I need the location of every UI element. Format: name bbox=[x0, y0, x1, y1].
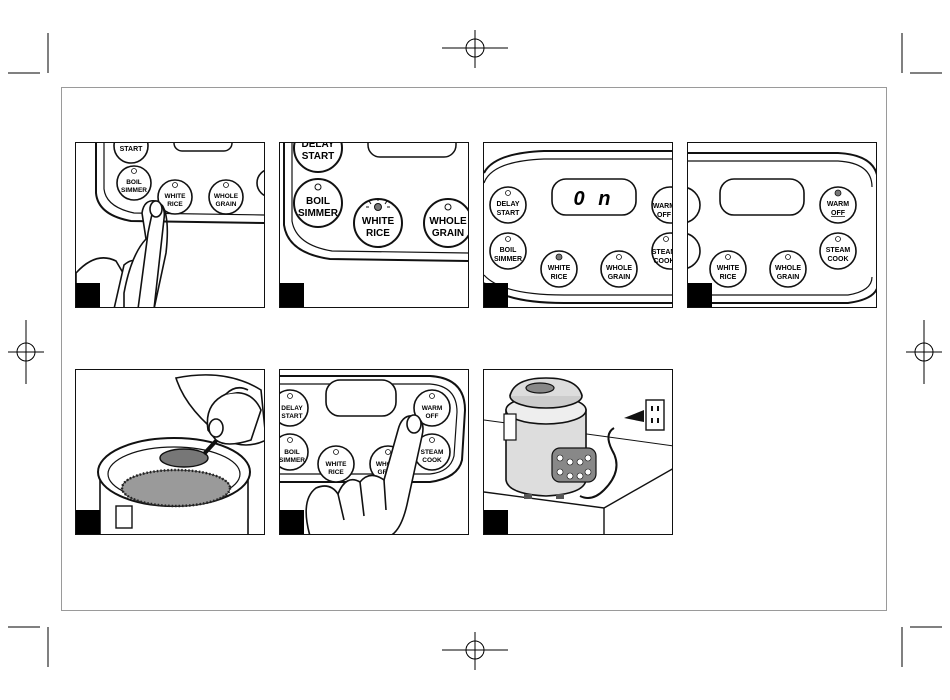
button-delay-start: DELAY START bbox=[294, 143, 342, 172]
step-badge bbox=[76, 283, 100, 307]
svg-text:WHITE: WHITE bbox=[548, 265, 571, 272]
svg-text:WHOLE: WHOLE bbox=[775, 265, 801, 272]
button-steam-cook: STEAM COOK bbox=[652, 233, 673, 269]
button-warm-off: WARM OFF bbox=[652, 187, 673, 223]
svg-text:RICE: RICE bbox=[720, 274, 737, 281]
svg-text:WHOLE: WHOLE bbox=[429, 216, 467, 227]
display-readout: 0 n bbox=[574, 188, 615, 210]
svg-text:WHOLE: WHOLE bbox=[214, 193, 239, 200]
button-delay-start: DELAY START bbox=[490, 187, 526, 223]
svg-text:COOK: COOK bbox=[654, 258, 674, 265]
svg-text:SIMMER: SIMMER bbox=[298, 208, 339, 219]
svg-text:STEAM: STEAM bbox=[421, 449, 444, 456]
svg-text:OFF: OFF bbox=[426, 413, 439, 420]
button-whole-grain: WHOLE GRAIN bbox=[424, 199, 469, 247]
svg-text:COOK: COOK bbox=[422, 457, 442, 464]
svg-text:START: START bbox=[120, 146, 144, 153]
svg-text:WHITE: WHITE bbox=[326, 461, 348, 468]
illustration-panel-display-on: 0 n DELAY START BOIL SIMMER WHITE RICE W… bbox=[483, 142, 673, 308]
button-delay-start: DELAY START bbox=[280, 390, 308, 426]
button-steam-cook: STEAM COOK bbox=[820, 233, 856, 269]
svg-text:OFF: OFF bbox=[657, 212, 672, 219]
svg-text:GRAIN: GRAIN bbox=[216, 201, 237, 208]
step-badge bbox=[484, 283, 508, 307]
svg-text:WHITE: WHITE bbox=[362, 216, 395, 227]
illustration-panel-stir-rice bbox=[75, 369, 265, 535]
button-whole-grain: WHOLE GRAIN bbox=[601, 251, 637, 287]
illustration-panel-plug-in bbox=[483, 369, 673, 535]
svg-text:BOIL: BOIL bbox=[126, 179, 142, 186]
svg-text:WHITE: WHITE bbox=[717, 265, 740, 272]
svg-text:BOIL: BOIL bbox=[306, 196, 330, 207]
svg-text:BOIL: BOIL bbox=[284, 449, 300, 456]
svg-text:SIMMER: SIMMER bbox=[280, 457, 305, 464]
svg-text:WARM: WARM bbox=[827, 201, 849, 208]
rice-cooker-illustration bbox=[504, 378, 596, 499]
button-warm-off: WARM OFF bbox=[820, 187, 856, 223]
svg-text:SIMMER: SIMMER bbox=[494, 256, 522, 263]
button-boil-simmer: BOIL SIMMER bbox=[117, 166, 151, 200]
illustration-panel-white-rice-light: DELAY START BOIL SIMMER WHITE RICE WHOLE… bbox=[279, 142, 469, 308]
svg-text:GRAIN: GRAIN bbox=[777, 274, 800, 281]
svg-text:START: START bbox=[281, 413, 302, 420]
illustration-panel-press-warm-off: DELAY START BOIL SIMMER WHITE RICE WHOLE… bbox=[279, 369, 469, 535]
step-badge bbox=[688, 283, 712, 307]
button-boil-simmer: BOIL SIMMER bbox=[490, 233, 526, 269]
svg-text:DELAY: DELAY bbox=[302, 143, 335, 150]
svg-text:RICE: RICE bbox=[167, 201, 183, 208]
button-white-rice: WHITE RICE bbox=[541, 251, 577, 287]
svg-text:STEAM: STEAM bbox=[826, 247, 851, 254]
step-badge bbox=[280, 510, 304, 534]
svg-text:RICE: RICE bbox=[366, 228, 390, 239]
svg-text:COOK: COOK bbox=[828, 256, 849, 263]
step-badge bbox=[280, 283, 304, 307]
button-white-rice: WHITE RICE bbox=[710, 251, 746, 287]
svg-text:RICE: RICE bbox=[328, 469, 344, 476]
svg-text:WARM: WARM bbox=[653, 203, 673, 210]
svg-text:RICE: RICE bbox=[551, 274, 568, 281]
illustration-panel-press-white-rice: START BOIL SIMMER WHITE RICE WHOLE GRAIN bbox=[75, 142, 265, 308]
svg-text:SIMMER: SIMMER bbox=[121, 187, 147, 194]
svg-text:GRAIN: GRAIN bbox=[432, 228, 464, 239]
svg-text:DELAY: DELAY bbox=[496, 201, 519, 208]
svg-text:WHOLE: WHOLE bbox=[606, 265, 632, 272]
svg-text:WARM: WARM bbox=[422, 405, 443, 412]
button-whole-grain: WHOLE GRAIN bbox=[209, 180, 243, 214]
button-whole-grain: WHOLE GRAIN bbox=[770, 251, 806, 287]
svg-text:STEAM: STEAM bbox=[652, 249, 673, 256]
svg-text:WHITE: WHITE bbox=[165, 193, 187, 200]
button-white-rice: WHITE RICE bbox=[318, 446, 354, 482]
button-delay-start: START bbox=[114, 143, 148, 163]
svg-text:GRAIN: GRAIN bbox=[608, 274, 631, 281]
svg-text:DELAY: DELAY bbox=[281, 405, 303, 412]
button-boil-simmer: BOIL SIMMER bbox=[280, 434, 308, 470]
step-badge bbox=[76, 510, 100, 534]
step-badge bbox=[484, 510, 508, 534]
svg-text:START: START bbox=[302, 151, 335, 162]
svg-text:OFF: OFF bbox=[831, 210, 846, 217]
svg-text:START: START bbox=[497, 210, 521, 217]
illustration-panel-warm-light: WHITE RICE WHOLE GRAIN WARM OFF STEAM CO… bbox=[687, 142, 877, 308]
button-white-rice: WHITE RICE bbox=[354, 198, 402, 247]
svg-text:BOIL: BOIL bbox=[500, 247, 517, 254]
button-boil-simmer: BOIL SIMMER bbox=[294, 179, 342, 227]
